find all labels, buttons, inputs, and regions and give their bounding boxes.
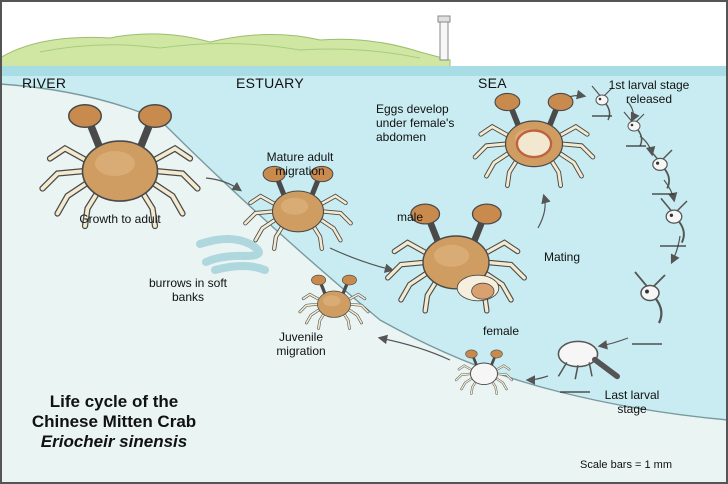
label-eggs-develop: Eggs develop under female's abdomen bbox=[376, 102, 455, 144]
megalopa-crab bbox=[454, 348, 514, 395]
label-last-larval-stage: Last larval stage bbox=[604, 388, 660, 416]
title-line-1: Life cycle of the bbox=[49, 392, 179, 411]
crab-female-mating bbox=[456, 274, 500, 302]
diagram-title: Life cycle of the Chinese Mitten Crab Er… bbox=[14, 392, 214, 452]
zone-label-estuary: ESTUARY bbox=[236, 75, 304, 91]
label-mature-migration: Mature adult migration bbox=[266, 150, 334, 178]
label-first-larval-stage: 1st larval stage released bbox=[608, 78, 690, 106]
zone-label-sea: SEA bbox=[478, 75, 507, 91]
zone-label-river: RIVER bbox=[22, 75, 67, 91]
label-mating: Mating bbox=[543, 250, 581, 264]
label-female: female bbox=[482, 324, 520, 338]
label-juvenile-migration: Juvenile migration bbox=[276, 330, 326, 358]
label-growth-to-adult: Growth to adult bbox=[79, 212, 161, 226]
title-scientific-name: Eriocheir sinensis bbox=[40, 432, 188, 451]
scale-note: Scale bars = 1 mm bbox=[580, 459, 673, 471]
title-line-2: Chinese Mitten Crab bbox=[31, 412, 197, 431]
crab-female-eggs bbox=[475, 93, 593, 185]
label-male: male bbox=[396, 210, 423, 224]
label-burrows: burrows in soft banks bbox=[148, 276, 228, 304]
larva-last-stage bbox=[557, 340, 620, 380]
